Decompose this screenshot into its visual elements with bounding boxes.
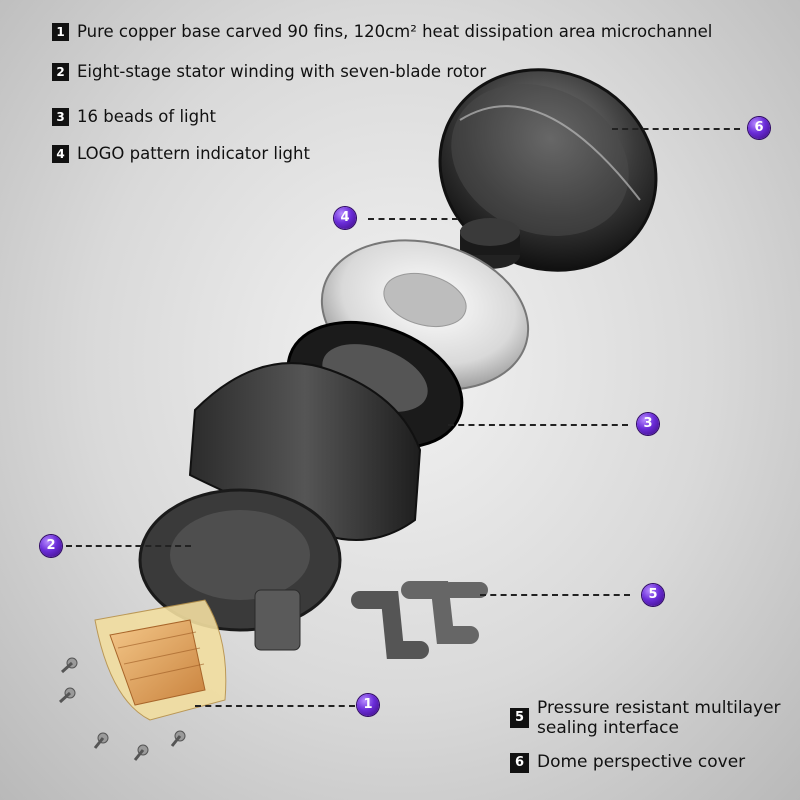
- screw-icon: [58, 657, 186, 761]
- leader-line-4: [368, 218, 458, 220]
- callout-1: 1: [357, 694, 379, 716]
- legend-text-4: LOGO pattern indicator light: [77, 144, 310, 163]
- legend-item-5: 5 Pressure resistant multilayer sealing …: [510, 698, 781, 738]
- legend-item-2: 2 Eight-stage stator winding with seven-…: [52, 62, 486, 82]
- legend-text-2: Eight-stage stator winding with seven-bl…: [77, 62, 487, 81]
- leader-line-5: [480, 594, 630, 596]
- legend-item-1: 1 Pure copper base carved 90 fins, 120cm…: [52, 22, 712, 42]
- callout-6: 6: [748, 117, 770, 139]
- legend-text-5-line-2: sealing interface: [537, 718, 679, 738]
- callout-4: 4: [334, 207, 356, 229]
- legend-text-5: Pressure resistant multilayer sealing in…: [537, 698, 781, 738]
- callout-3: 3: [637, 413, 659, 435]
- fittings-icon: [351, 581, 488, 659]
- housing-icon: [138, 362, 422, 651]
- legend-item-6: 6 Dome perspective cover: [510, 752, 745, 773]
- legend-number-3: 3: [52, 108, 69, 126]
- leader-line-6: [612, 128, 740, 130]
- legend-number-2: 2: [52, 63, 69, 81]
- leader-line-2: [66, 545, 191, 547]
- legend-number-4: 4: [52, 145, 69, 163]
- indicator-light-icon: [460, 218, 520, 269]
- legend-text-3: 16 beads of light: [77, 107, 217, 126]
- legend-item-3: 3 16 beads of light: [52, 107, 216, 127]
- callout-5: 5: [642, 584, 664, 606]
- legend-text-5-line-1: Pressure resistant multilayer: [537, 698, 781, 718]
- legend-item-4: 4 LOGO pattern indicator light: [52, 144, 310, 164]
- legend-number-5: 5: [510, 708, 529, 728]
- legend-number-1: 1: [52, 23, 69, 41]
- copper-base-icon: [94, 599, 227, 721]
- leader-line-3: [448, 424, 628, 426]
- legend-text-6: Dome perspective cover: [537, 752, 746, 772]
- legend-number-6: 6: [510, 753, 529, 773]
- callout-2: 2: [40, 535, 62, 557]
- legend-text-1: Pure copper base carved 90 fins, 120cm² …: [77, 22, 713, 41]
- leader-line-1: [195, 705, 355, 707]
